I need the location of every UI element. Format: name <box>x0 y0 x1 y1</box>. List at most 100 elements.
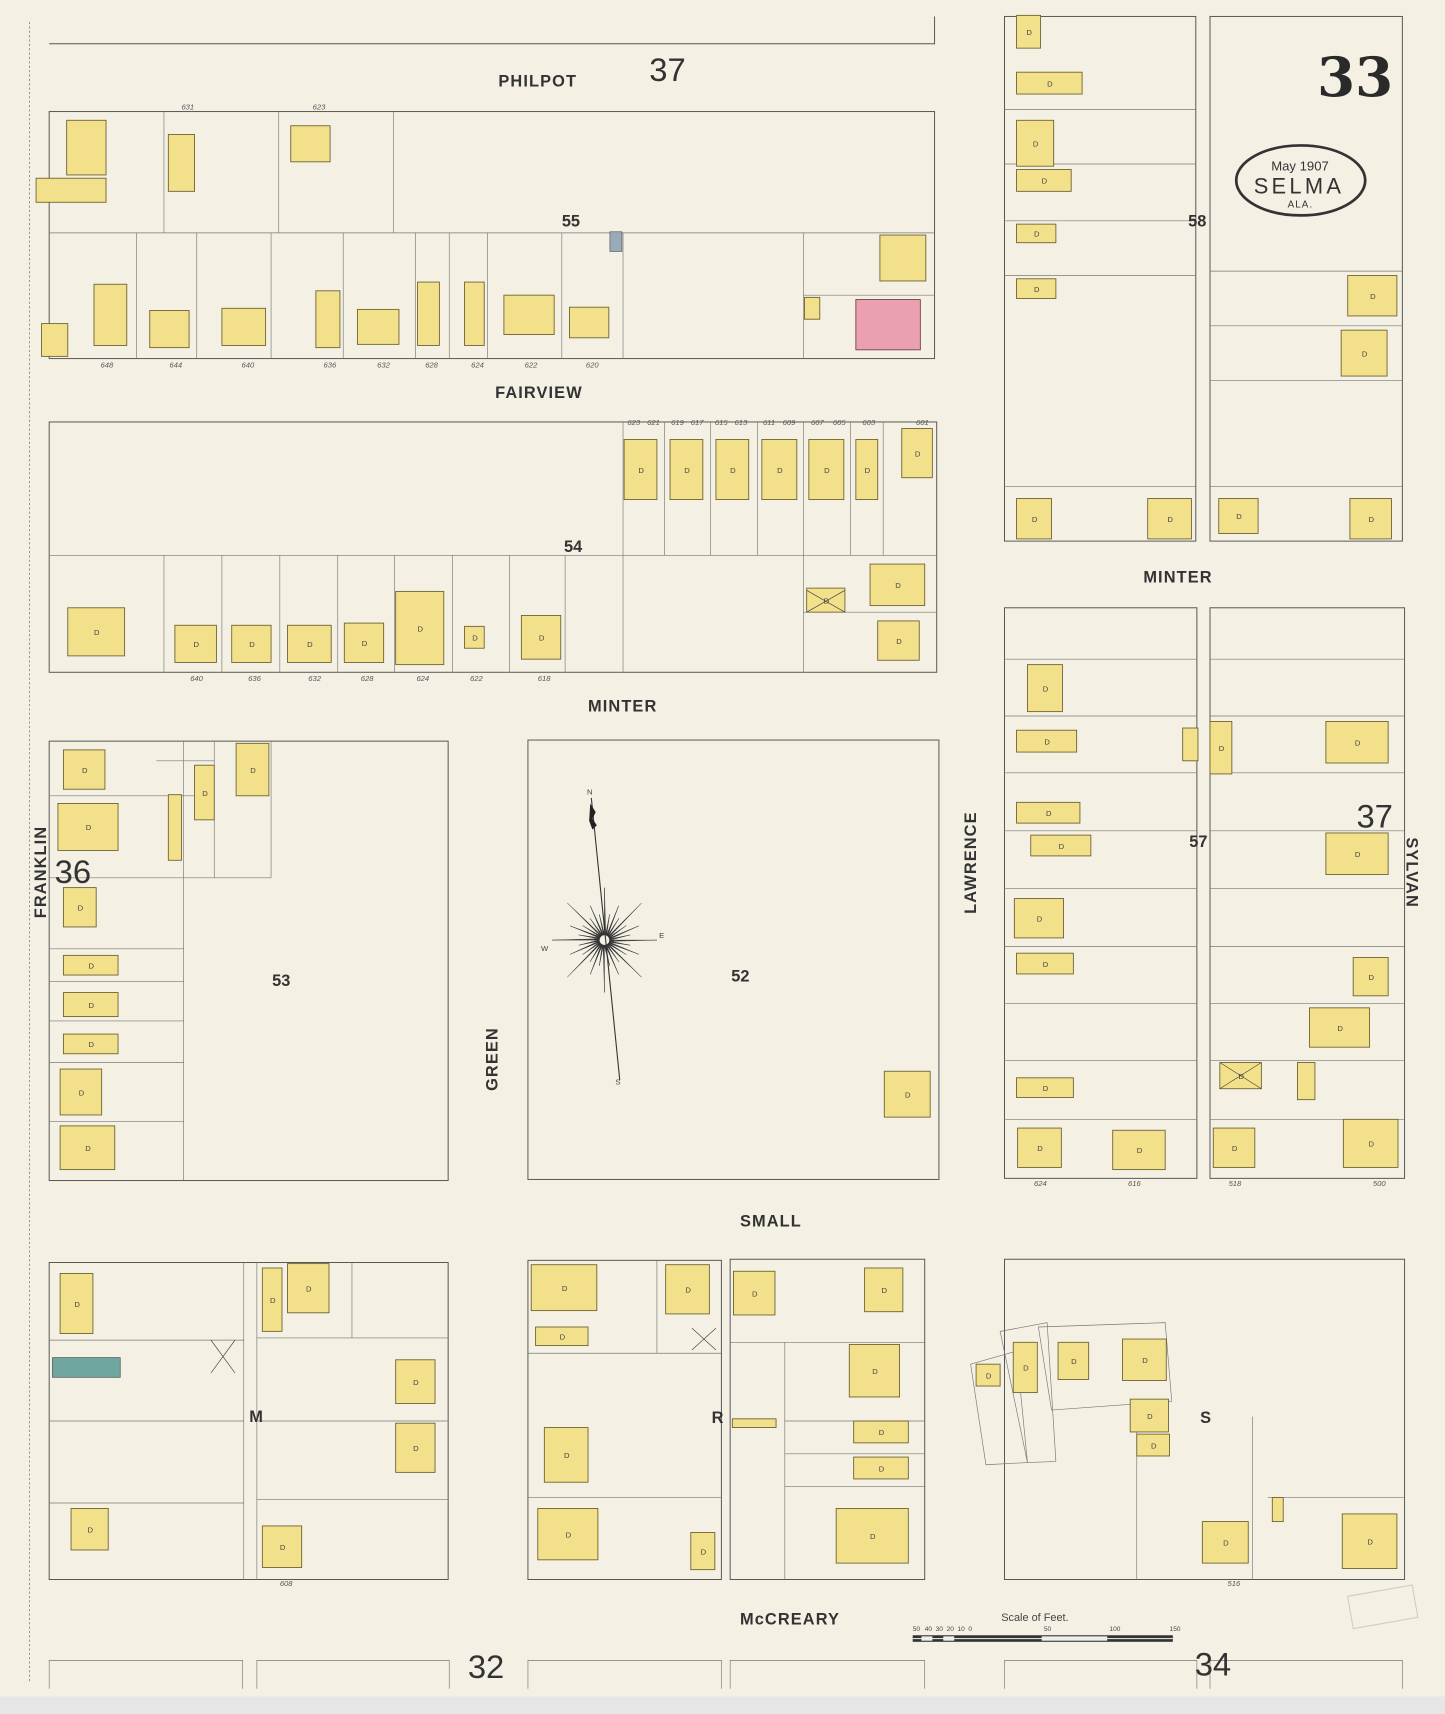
dwelling <box>93 283 128 346</box>
dwelling-label: D <box>413 1444 419 1453</box>
scale-segment <box>921 1636 933 1641</box>
dwelling-label: D <box>865 466 871 475</box>
dwelling <box>877 620 920 661</box>
dwelling <box>869 563 926 607</box>
dwelling <box>535 1326 589 1347</box>
dwelling <box>287 1263 330 1314</box>
dwelling-label: D <box>1034 285 1040 294</box>
block-number-58: 58 <box>1188 212 1206 230</box>
dwelling <box>1017 1127 1062 1168</box>
dwelling-label: D <box>539 634 545 643</box>
dwelling <box>503 294 555 335</box>
dwelling-label: D <box>1043 684 1049 693</box>
scale-tick-label: 30 <box>936 1626 944 1633</box>
dwelling <box>1016 14 1042 49</box>
map-date: May 1907 <box>1271 159 1329 174</box>
house-number: 623 <box>627 418 640 427</box>
dwelling-label: D <box>777 466 783 475</box>
dwelling-label: D <box>872 1367 878 1376</box>
dwelling-label: D <box>986 1371 992 1380</box>
dwelling <box>395 1359 436 1404</box>
dwelling-label: D <box>270 1296 276 1305</box>
dwelling <box>1209 721 1233 775</box>
north-arrow-icon <box>589 803 597 830</box>
dwelling <box>66 119 107 176</box>
dwelling <box>1182 727 1199 762</box>
dwelling-label: D <box>879 1428 885 1437</box>
dwelling-label: D <box>1355 739 1361 748</box>
dwelling <box>864 1267 904 1313</box>
dwelling <box>221 307 267 346</box>
dwelling <box>623 439 658 501</box>
dwelling-label: D <box>1147 1412 1153 1421</box>
buildings <box>35 119 927 357</box>
dwelling-label: D <box>1033 140 1039 149</box>
dwelling-label: D <box>1043 1084 1049 1093</box>
dwelling-label: D <box>418 624 424 633</box>
dwelling <box>1341 1513 1398 1570</box>
dwelling-label: D <box>89 961 95 970</box>
dwelling <box>1016 278 1057 299</box>
house-number: 605 <box>833 418 846 427</box>
house-number: 622 <box>525 360 538 369</box>
house-number: 616 <box>1128 1179 1141 1188</box>
scale-tick-label: 40 <box>925 1626 933 1633</box>
street-fairview: FAIRVIEW <box>495 384 583 402</box>
dwelling-label: D <box>1370 292 1376 301</box>
dwelling <box>848 1344 901 1398</box>
block-55 <box>48 111 936 360</box>
dwelling <box>1016 952 1074 975</box>
dwelling <box>569 306 610 339</box>
dwelling <box>1027 664 1063 713</box>
dwelling-label: D <box>82 766 88 775</box>
dwelling-label: D <box>701 1547 707 1556</box>
dwelling <box>59 1068 103 1116</box>
dwelling <box>1016 223 1057 244</box>
dwelling-label: D <box>85 1144 91 1153</box>
dwelling <box>1352 957 1389 997</box>
dwelling <box>290 125 331 163</box>
street-sylvan: SYLVAN <box>1403 837 1421 908</box>
dwelling <box>464 281 485 346</box>
map-state: ALA. <box>1288 200 1314 211</box>
dwelling <box>835 1508 909 1564</box>
title-cartouche: May 1907 SELMA ALA. <box>1234 144 1367 217</box>
dwelling <box>975 1363 1001 1387</box>
dwelling <box>62 749 106 790</box>
dwelling <box>343 622 385 663</box>
compass-w: W <box>541 944 549 953</box>
shed-cross <box>806 590 846 613</box>
dwelling-label: D <box>905 1090 911 1099</box>
dwelling <box>1325 721 1389 764</box>
block-letter-r: R <box>712 1409 724 1427</box>
dwelling-label: D <box>1219 744 1225 753</box>
house-number: 615 <box>715 418 728 427</box>
dwelling <box>669 439 704 501</box>
scale-tick-label: 50 <box>1044 1626 1052 1633</box>
dwelling <box>1129 1398 1169 1433</box>
dwelling <box>1271 1497 1284 1523</box>
house-number: 518 <box>1229 1179 1242 1188</box>
dwelling-label: D <box>684 466 690 475</box>
dwelling <box>1340 329 1388 377</box>
dwelling <box>901 428 933 479</box>
compass-e: E <box>659 931 664 940</box>
dwelling-label: D <box>560 1333 566 1342</box>
dwelling <box>1218 498 1259 534</box>
block-58-west <box>1004 15 1197 542</box>
dwelling <box>70 1508 109 1551</box>
sheet-number: 33 <box>1317 45 1393 109</box>
house-number: 636 <box>248 674 261 683</box>
house-number: 640 <box>242 360 255 369</box>
compass-rose: N S E W <box>541 788 664 1087</box>
dwelling-label: D <box>89 1040 95 1049</box>
block-57-west <box>1004 607 1198 1179</box>
house-number: 618 <box>538 674 551 683</box>
house-number: 609 <box>783 418 796 427</box>
house-number: 607 <box>811 418 824 427</box>
dwelling <box>1016 498 1052 540</box>
dwelling-label: D <box>1071 1357 1077 1366</box>
dwelling <box>1016 1077 1074 1098</box>
block-R-west <box>527 1259 722 1580</box>
